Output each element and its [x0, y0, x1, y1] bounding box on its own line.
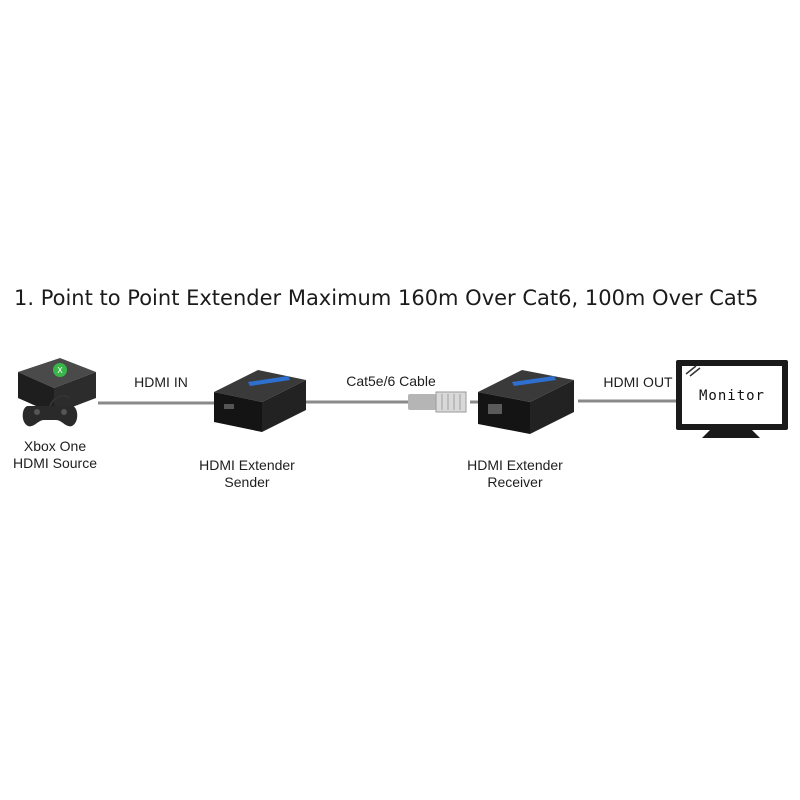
sender-role: Sender [224, 474, 270, 490]
source-type: HDMI Source [12, 455, 98, 471]
connection-diagram: X Monitor [18, 358, 788, 438]
source-label: Xbox One HDMI Source [6, 438, 104, 472]
svg-text:X: X [57, 366, 63, 375]
sender-label: HDMI Extender Sender [192, 457, 302, 491]
monitor-icon: Monitor [676, 360, 788, 438]
receiver-label: HDMI Extender Receiver [460, 457, 570, 491]
cable-label: Cat5e/6 Cable [346, 373, 436, 389]
hdmi-in-label: HDMI IN [134, 374, 188, 390]
hdmi-sender-device-icon [214, 370, 306, 432]
receiver-name: HDMI Extender [467, 457, 563, 473]
source-name: Xbox One [23, 438, 87, 454]
rj45-connector-icon [408, 391, 467, 413]
hdmi-out-label: HDMI OUT [603, 374, 673, 390]
sender-name: HDMI Extender [199, 457, 295, 473]
receiver-role: Receiver [487, 474, 543, 490]
monitor-label: Monitor [699, 388, 765, 404]
game-controller-icon [22, 395, 78, 427]
xbox-console-icon: X [18, 358, 96, 414]
hdmi-receiver-device-icon [478, 370, 574, 434]
diagram-title: 1. Point to Point Extender Maximum 160m … [14, 286, 759, 310]
